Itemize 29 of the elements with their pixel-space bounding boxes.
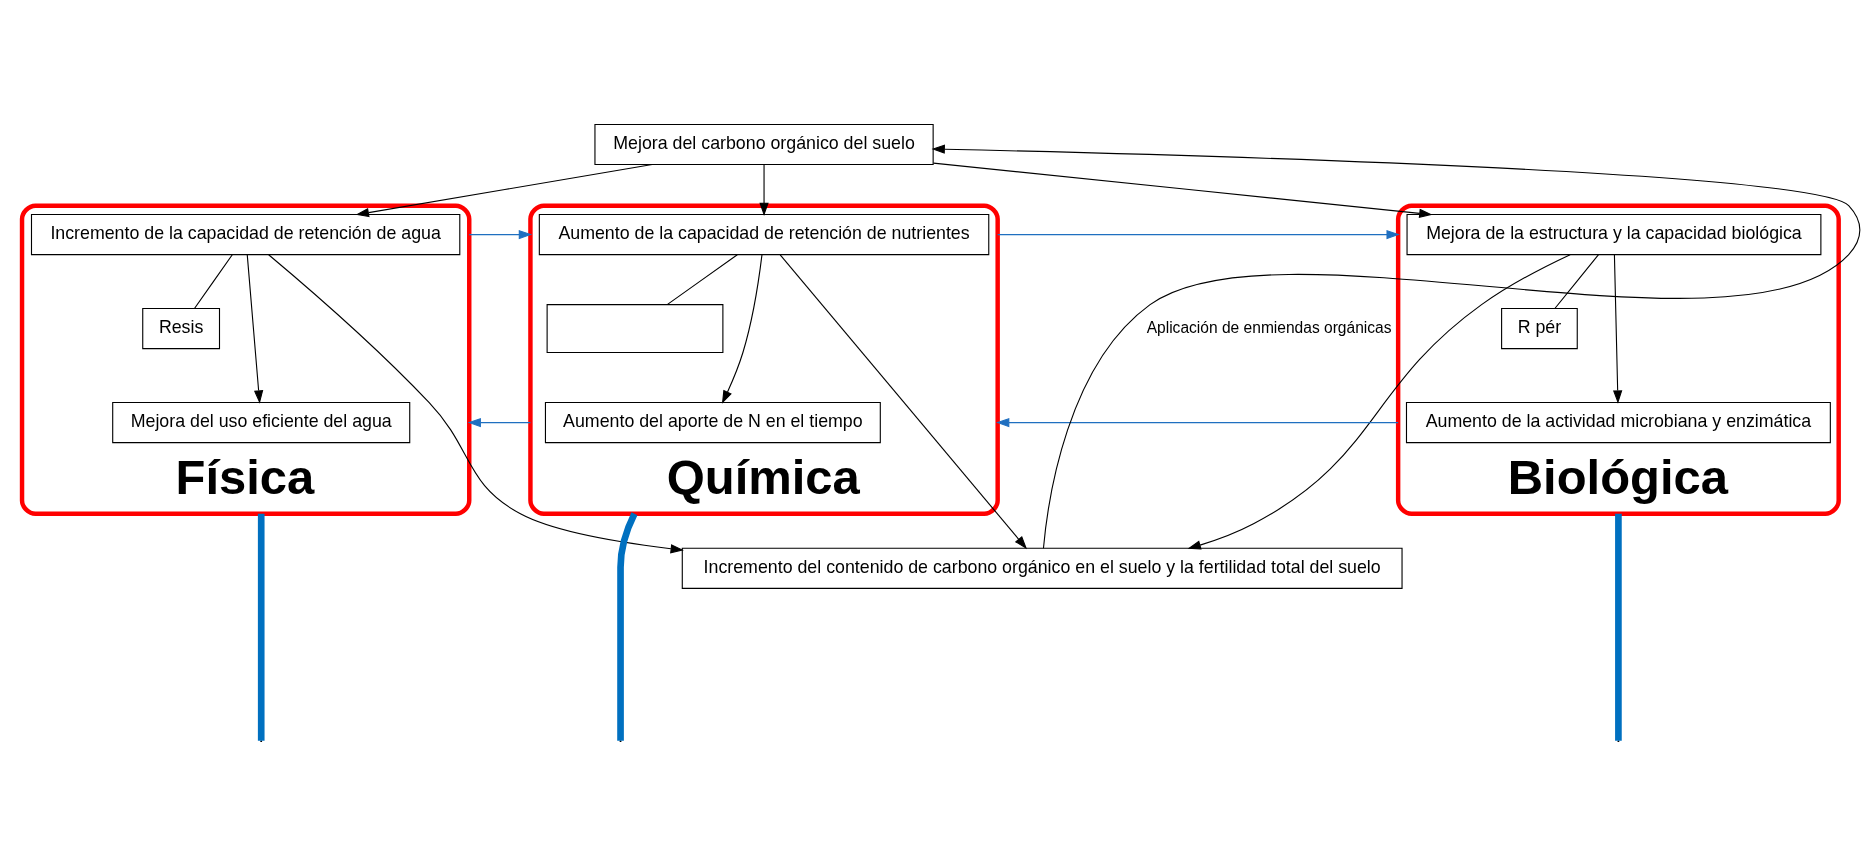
connector — [666, 254, 738, 306]
node-box: Mejora del uso eficiente del agua — [112, 402, 411, 444]
arrow — [268, 254, 684, 554]
connector — [193, 254, 233, 310]
arrow — [995, 417, 1399, 428]
node-box — [546, 304, 724, 354]
node-box: Aumento de la actividad microbiana y enzimática — [1405, 402, 1831, 444]
node-box: Aumento del aporte de N en el tiempo — [544, 402, 881, 444]
edge-label: Aplicación de enmiendas orgánicas — [1146, 318, 1392, 336]
arrow — [779, 254, 1028, 550]
node-box: Resis — [142, 308, 221, 350]
arrow — [468, 229, 533, 240]
node-box: Incremento del contenido de carbono orgánico en el suelo y la fertilidad total del suelo — [681, 547, 1403, 589]
arrow — [1187, 254, 1571, 550]
arrow — [355, 164, 653, 218]
node-box: Aumento de la capacidad de retención de nutrientes — [538, 214, 990, 256]
arrow — [931, 144, 1861, 549]
node-box: Mejora del carbono orgánico del suelo — [594, 123, 934, 166]
connector — [1554, 254, 1600, 310]
arrow — [759, 164, 769, 217]
arrow — [721, 254, 763, 404]
node-box: Incremento de la capacidad de retención de agua — [30, 214, 461, 256]
arrow — [932, 162, 1433, 218]
arrow — [1613, 254, 1623, 404]
arrow — [997, 229, 1400, 240]
arrow — [246, 254, 264, 404]
node-box: Mejora de la estructura y la capacidad biológica — [1406, 214, 1822, 256]
arrow — [467, 417, 531, 428]
node-box: R pér — [1501, 308, 1578, 350]
